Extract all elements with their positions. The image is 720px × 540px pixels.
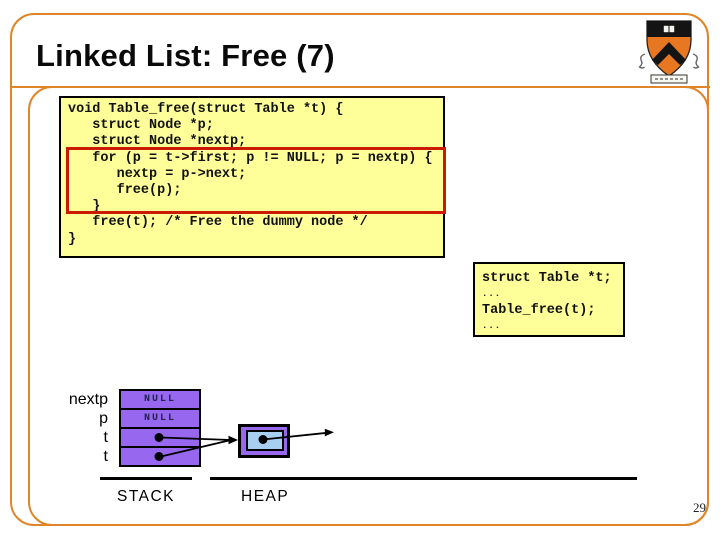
code-block-caller: struct Table *t; ... Table_free(t); ... (473, 262, 625, 337)
code-line: for (p = t->first; p != NULL; p = nextp)… (68, 150, 433, 166)
page-number: 29 (693, 500, 706, 515)
for-loop-highlight-box (66, 147, 446, 214)
heap-base-line (210, 477, 637, 480)
code-line: free(p); (68, 183, 182, 199)
code-ellipsis: ... (482, 321, 502, 331)
code-line: void Table_free(struct Table *t) { (68, 102, 344, 117)
code-line: nextp = p->next; (68, 166, 247, 182)
stack-var-label-nextp: nextp (68, 391, 108, 408)
heap-label: HEAP (241, 488, 290, 505)
stack-var-label-p: p (99, 410, 108, 427)
stack-cell-t2 (121, 448, 199, 465)
heap-node-first-field (246, 430, 284, 451)
code-line: struct Table *t; (482, 271, 612, 286)
code-line: struct Node *nextp; (68, 134, 247, 150)
code-line: struct Node *p; (68, 118, 214, 134)
code-ellipsis: ... (482, 289, 502, 299)
stack-var-label-t: t (103, 429, 108, 446)
null-value: NULL (143, 394, 176, 405)
stack-cells: NULL NULL (119, 389, 201, 467)
princeton-shield-logo (638, 20, 700, 84)
stack-base-line (100, 477, 192, 480)
stack-cell-t (121, 429, 199, 448)
code-line: } (68, 231, 77, 247)
code-line: Table_free(t); (482, 303, 596, 318)
code-line: } (68, 199, 101, 215)
stack-var-label-t2: t (103, 448, 108, 465)
null-value: NULL (143, 413, 176, 424)
content-border (28, 86, 709, 526)
stack-label: STACK (116, 488, 176, 505)
slide-title: Linked List: Free (7) (36, 38, 335, 73)
stack-cell-p: NULL (121, 410, 199, 429)
code-line: free(t); /* Free the dummy node */ (68, 215, 368, 231)
stack-cell-nextp: NULL (121, 391, 199, 410)
